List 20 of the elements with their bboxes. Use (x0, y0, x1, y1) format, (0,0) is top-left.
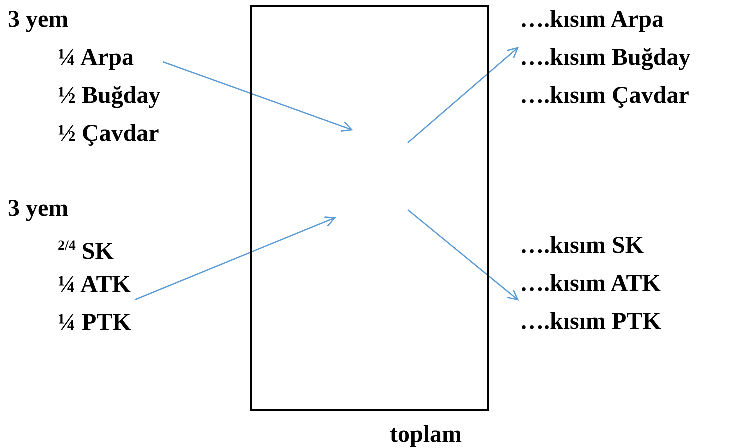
feed-label: ½ Çavdar (58, 120, 160, 148)
feed-label: $^{2/4}$ SK (58, 238, 114, 266)
feed-label: ….kısım SK (520, 232, 644, 260)
feed-label: ¼ Arpa (58, 44, 134, 72)
arrow (408, 47, 519, 144)
feed-label: ….kısım Arpa (520, 6, 664, 34)
feed-label: 3 yem (8, 195, 69, 223)
rectangle-box (250, 5, 489, 411)
feed-label: ….kısım Çavdar (520, 82, 690, 110)
feed-label: ….kısım ATK (520, 270, 661, 298)
feed-label: 3 yem (8, 6, 69, 34)
arrow (162, 61, 353, 132)
feed-label: ¼ PTK (58, 309, 132, 337)
total-label: toplam (390, 421, 462, 448)
feed-label: ¼ ATK (58, 271, 131, 299)
feed-label: ….kısım Buğday (520, 44, 691, 72)
arrow (134, 216, 336, 301)
arrow (408, 210, 519, 301)
feed-label: ½ Buğday (58, 82, 161, 110)
feed-label: ….kısım PTK (520, 308, 662, 336)
